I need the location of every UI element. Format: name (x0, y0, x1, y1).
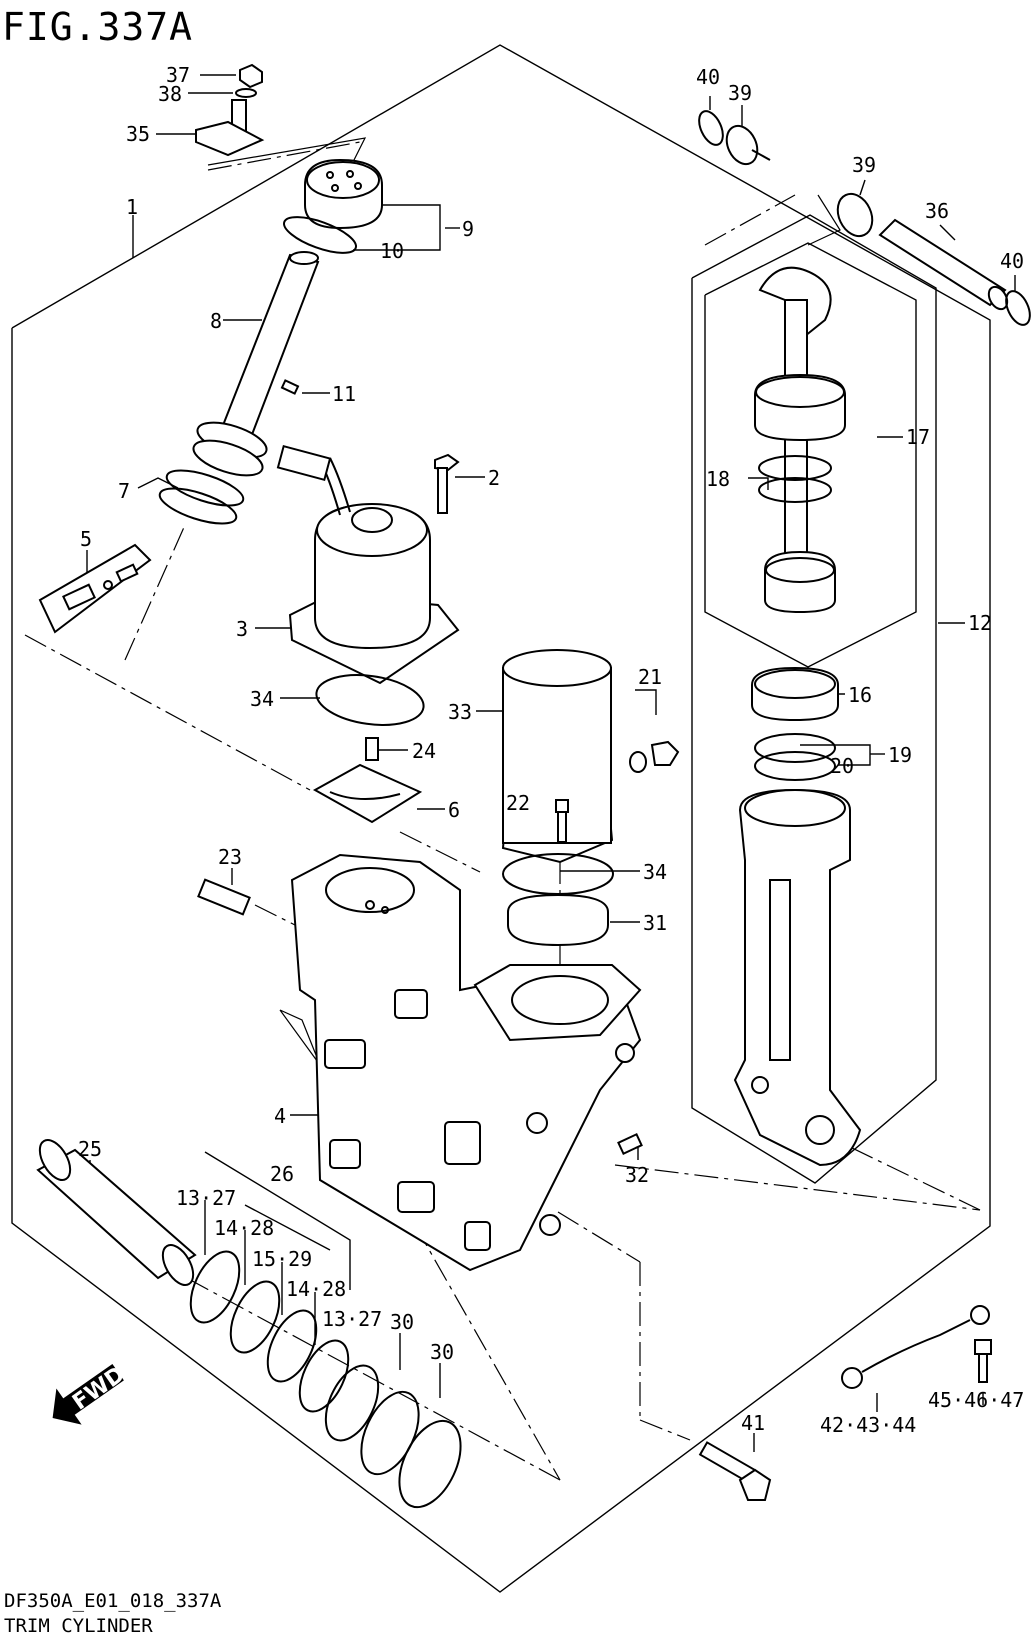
part-label-17: 17 (906, 425, 930, 449)
part-label-34-upper: 34 (250, 687, 274, 711)
cylinder-tube (733, 788, 862, 1167)
valve-24 (365, 737, 379, 761)
part-label-5: 5 (80, 527, 92, 551)
wire-42 (841, 1305, 990, 1389)
shaft-25 (36, 1139, 197, 1286)
nut-37 (239, 63, 263, 89)
part-label-15-29: 15·29 (252, 1247, 312, 1271)
fwd-arrow-icon: FWD (52, 1362, 130, 1425)
fwd-label: FWD (68, 1362, 129, 1415)
bolt-41 (698, 1441, 772, 1501)
part-label-21: 21 (638, 665, 662, 689)
bushing-39b (836, 192, 874, 238)
part-label-39-a: 39 (728, 81, 752, 105)
part-label-22: 22 (506, 791, 530, 815)
part-label-32: 32 (625, 1163, 649, 1187)
part-label-31: 31 (643, 911, 667, 935)
bushing-39a (725, 124, 771, 166)
bolt-45 (974, 1339, 992, 1383)
part-label-1: 1 (126, 195, 138, 219)
pin-11 (280, 379, 300, 395)
stud-35 (195, 99, 265, 157)
part-label-14-28-a: 14·28 (214, 1216, 274, 1240)
part-label-45-46-47: 45·46·47 (928, 1388, 1024, 1412)
part-label-34-lower: 34 (643, 860, 667, 884)
footer-name: TRIM CYLINDER (4, 1615, 153, 1637)
oring-34a (315, 674, 425, 726)
part-label-13-27-a: 13·27 (176, 1186, 236, 1210)
part-label-42-43-44: 42·43·44 (820, 1413, 916, 1437)
oring-18 (758, 455, 832, 503)
piston-stack (192, 421, 268, 477)
oring-10 (283, 216, 357, 254)
part-label-37: 37 (166, 63, 190, 87)
circlip-40b (1005, 290, 1031, 326)
part-label-24: 24 (412, 739, 436, 763)
part-label-2: 2 (488, 466, 500, 490)
fitting-23 (197, 878, 251, 916)
seal-rings (189, 1250, 462, 1509)
part-label-41: 41 (741, 1411, 765, 1435)
part-label-39-b: 39 (852, 153, 876, 177)
part-label-10: 10 (380, 239, 404, 263)
part-label-40-b: 40 (1000, 249, 1024, 273)
part-label-18: 18 (706, 467, 730, 491)
part-label-13-27-b: 13·27 (322, 1307, 382, 1331)
footer-code: DF350A_E01_018_337A (4, 1590, 222, 1612)
cap-9 (304, 158, 383, 230)
part-label-6: 6 (448, 798, 460, 822)
part-label-33: 33 (448, 700, 472, 724)
bolt-2 (434, 453, 460, 514)
bolt-22 (555, 799, 569, 843)
part-label-25: 25 (78, 1137, 102, 1161)
gland-16 (751, 666, 839, 722)
part-label-30-b: 30 (430, 1340, 454, 1364)
assembly-frame (11, 44, 991, 1593)
pump-body-4 (290, 853, 642, 1272)
oring-19 (754, 733, 836, 781)
circlip-40a (698, 110, 724, 146)
washer-38 (235, 88, 257, 98)
bolt-32 (617, 1133, 643, 1155)
figure-title: FIG.337A (2, 5, 193, 49)
part-label-20: 20 (830, 754, 854, 778)
motor-3 (276, 444, 460, 685)
part-label-16: 16 (848, 683, 872, 707)
part-label-23: 23 (218, 845, 242, 869)
part-label-7: 7 (118, 479, 130, 503)
part-label-14-28-b: 14·28 (286, 1277, 346, 1301)
part-label-12: 12 (968, 611, 992, 635)
part-label-26: 26 (270, 1162, 294, 1186)
pin-36 (878, 218, 1009, 311)
plate-6 (312, 763, 423, 824)
part-label-4: 4 (274, 1104, 286, 1128)
valve-5 (38, 543, 152, 634)
part-label-40-a: 40 (696, 65, 720, 89)
part-label-35: 35 (126, 122, 150, 146)
piston-rod-17 (754, 266, 846, 614)
plug-21 (629, 740, 680, 773)
part-label-3: 3 (236, 617, 248, 641)
part-label-30-a: 30 (390, 1310, 414, 1334)
part-label-36: 36 (925, 199, 949, 223)
cylinder-12-frame (691, 214, 937, 1184)
part-label-11: 11 (332, 382, 356, 406)
tube-8 (216, 251, 320, 447)
oring-7 (158, 469, 245, 525)
part-label-38: 38 (158, 82, 182, 106)
part-label-9: 9 (462, 217, 474, 241)
leader-lines (86, 74, 1016, 1452)
part-label-19: 19 (888, 743, 912, 767)
filter-31 (507, 893, 609, 947)
part-label-8: 8 (210, 309, 222, 333)
part-number-labels: 37 38 35 1 9 10 8 11 7 2 5 3 34 24 6 33 … (78, 63, 1024, 1437)
